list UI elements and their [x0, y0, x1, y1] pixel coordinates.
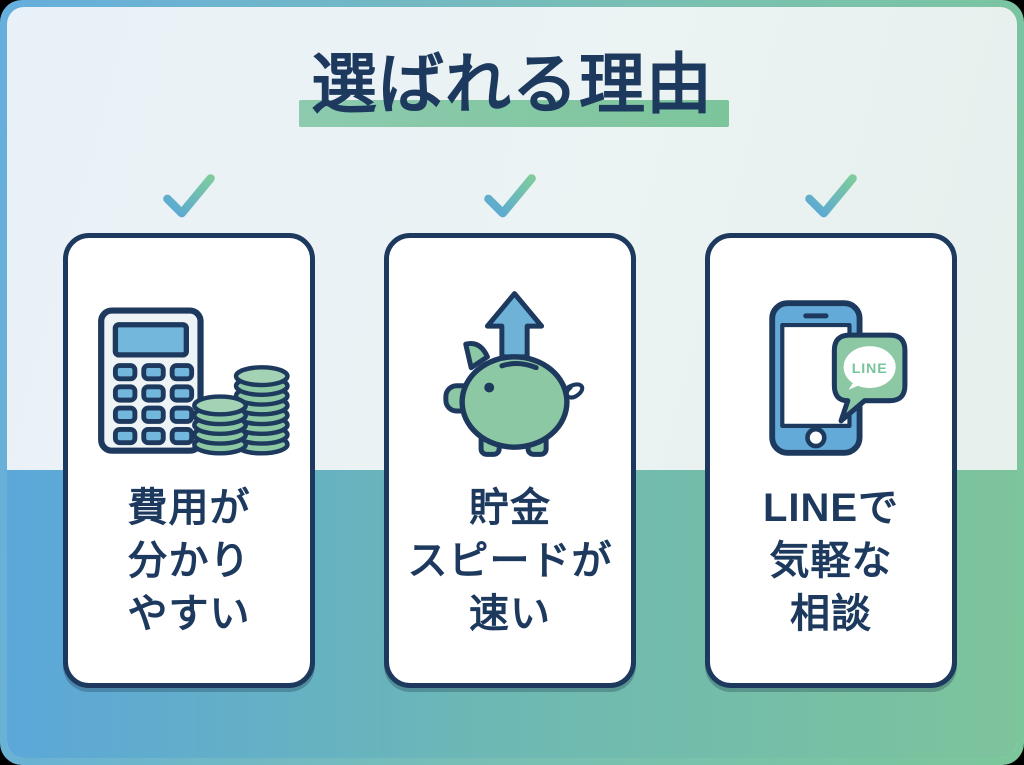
card-caption: LINEで 気軽な 相談 — [763, 482, 899, 640]
card-saving-speed: 貯金 スピードが 速い — [384, 233, 636, 688]
calculator-coins-icon — [98, 307, 290, 456]
caption-line: スピードが — [407, 538, 613, 583]
checkmark-icon — [163, 174, 215, 218]
checkmark-icon — [484, 174, 536, 218]
caption-line: 費用が — [127, 486, 251, 530]
caption-line: 速い — [469, 591, 551, 636]
caption-line: 分かり — [127, 538, 251, 583]
caption-line: LINEで — [762, 486, 900, 530]
checkmarks-row — [63, 170, 957, 221]
card-cost-clarity: 費用が 分かり やすい — [63, 233, 315, 688]
card-caption: 費用が 分かり やすい — [128, 482, 251, 640]
title-row: 選ばれる理由 — [7, 47, 1017, 127]
cards-grid: 費用が 分かり やすい — [63, 170, 957, 688]
card-line-consultation: LINE LINEで 気軽な 相談 — [705, 233, 957, 688]
checkmark-icon — [705, 170, 957, 221]
caption-line: 貯金 — [469, 486, 551, 530]
card-caption: 貯金 スピードが 速い — [408, 482, 613, 640]
calculator-coins-icon — [87, 282, 291, 458]
page-title-text: 選ばれる理由 — [311, 47, 713, 121]
page-title: 選ばれる理由 — [299, 47, 729, 127]
caption-line: 相談 — [790, 591, 872, 636]
checkmark-icon — [805, 174, 857, 218]
checkmark-icon — [63, 170, 315, 221]
smartphone-line-chat-icon: LINE — [769, 300, 908, 456]
content-area: 選ばれる理由 — [7, 7, 1017, 758]
line-bubble-label: LINE — [852, 361, 888, 377]
caption-line: 気軽な — [769, 538, 893, 583]
checkmark-icon — [384, 170, 636, 221]
piggy-bank-up-arrow-icon — [443, 291, 585, 457]
smartphone-line-chat-icon: LINE — [747, 282, 915, 458]
cards-row: 費用が 分かり やすい — [63, 233, 957, 688]
caption-line: やすい — [127, 591, 251, 636]
piggy-bank-up-arrow-icon — [424, 282, 596, 458]
title-underline-bar — [299, 99, 729, 127]
